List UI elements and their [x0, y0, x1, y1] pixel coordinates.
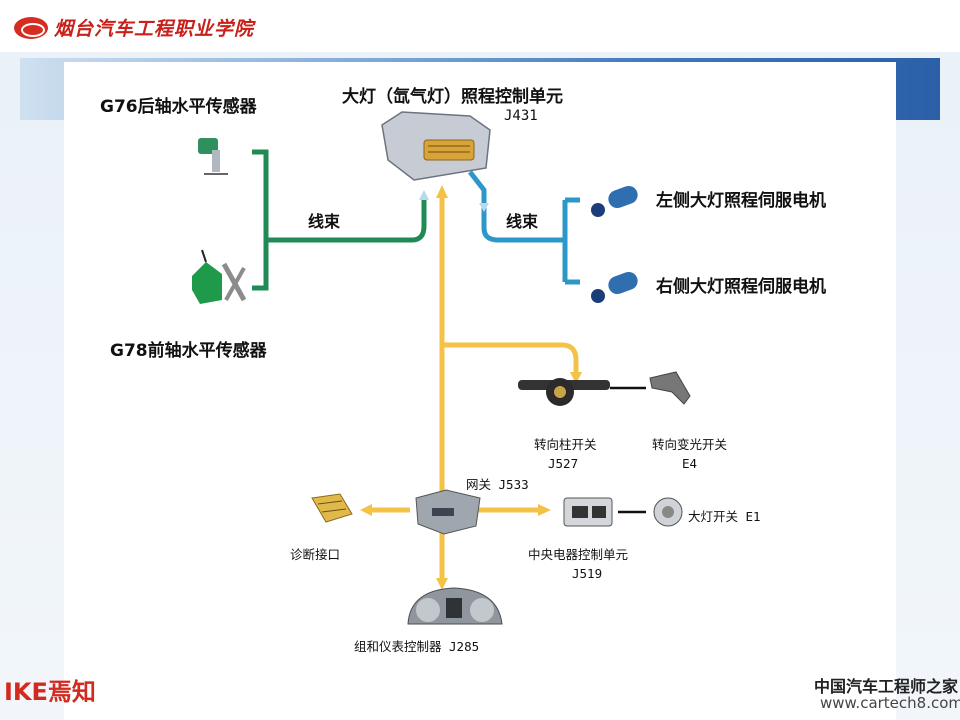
brand-ike: IKE [4, 678, 48, 706]
steering-switch-name: 转向柱开关 [534, 437, 597, 452]
steering-column-switch-icon [518, 378, 610, 406]
central-ecu-name: 中央电器控制单元 [528, 547, 629, 562]
diag-arrow-icon [360, 504, 372, 516]
ecu-title: 大灯（氙气灯）照程控制单元 [342, 87, 563, 107]
steering-switch-code: J527 [548, 456, 579, 471]
blue-harness [468, 170, 580, 285]
diag-label: 诊断接口 [290, 547, 341, 562]
instrument-cluster-icon [407, 587, 503, 625]
gateway-module-icon [415, 489, 481, 535]
yellow-arrow-icon [570, 372, 582, 384]
harness-right-label: 线束 [506, 212, 539, 231]
headlight-ecu-icon [381, 111, 491, 181]
diagnostic-connector-icon [311, 493, 353, 523]
gateway-label: 网关 J533 [466, 477, 529, 492]
watermark-url: www.cartech8.com [820, 694, 960, 712]
cluster-label: 组和仪表控制器 J285 [354, 639, 480, 654]
header-bar: 烟台汽车工程职业学院 [0, 0, 960, 52]
yellow-down-arrow-icon [436, 578, 448, 590]
yellow-bus [439, 190, 579, 580]
yellow-up-arrow-icon [436, 185, 448, 198]
dimmer-switch-icon [649, 371, 691, 405]
right-motor-icon [591, 271, 638, 303]
central-arrow-icon [538, 504, 551, 516]
ecu-code: J431 [504, 108, 538, 124]
school-name: 烟台汽车工程职业学院 [54, 18, 255, 40]
light-switch-label: 大灯开关 E1 [688, 509, 761, 524]
rear-axle-sensor-icon [198, 138, 228, 175]
school-logo: 烟台汽车工程职业学院 [14, 14, 254, 41]
dimmer-switch-name: 转向变光开关 [652, 437, 728, 452]
left-motor-icon [591, 185, 638, 217]
brand-cn: 焉知 [47, 678, 96, 706]
rear-sensor-label: G76后轴水平传感器 [100, 97, 257, 117]
green-arrow-icon [419, 190, 429, 200]
central-ecu-code: J519 [572, 566, 603, 581]
watermark-title: 中国汽车工程师之家 [814, 677, 959, 696]
front-axle-sensor-icon [192, 249, 247, 304]
right-motor-label: 右侧大灯照程伺服电机 [656, 277, 826, 297]
school-emblem-icon [14, 16, 48, 39]
front-sensor-label: G78前轴水平传感器 [110, 341, 267, 361]
harness-left-label: 线束 [308, 212, 341, 231]
dimmer-switch-code: E4 [682, 456, 698, 471]
blue-arrow-icon [479, 203, 489, 212]
central-ecu-icon [563, 497, 613, 527]
brand-logo: IKE焉知 [4, 672, 96, 707]
light-switch-icon [653, 497, 683, 527]
left-motor-label: 左侧大灯照程伺服电机 [656, 191, 826, 211]
green-harness [252, 149, 427, 291]
